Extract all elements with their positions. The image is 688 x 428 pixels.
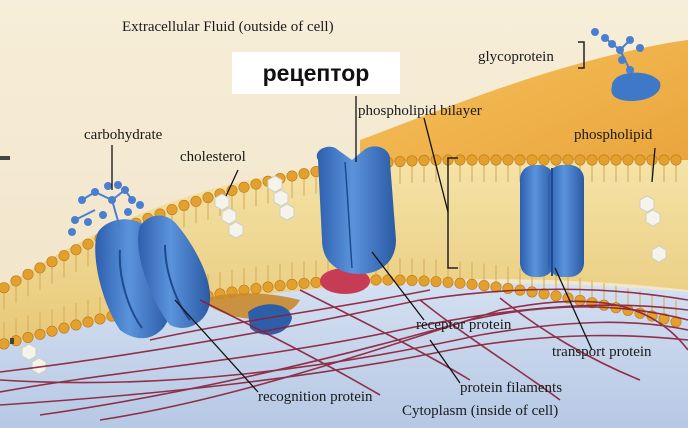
cholesterol-label: cholesterol [180,150,246,165]
receptor-protein-shape [317,146,396,274]
cytoplasm-label: Cytoplasm (inside of cell) [402,404,558,419]
edge-tick-left [0,156,10,160]
phospholipid-label: phospholipid [574,128,652,143]
extracellular-label: Extracellular Fluid (outside of cell) [122,20,334,35]
edge-tick-left-lower [10,338,14,344]
receptor-banner: рецептор [232,52,400,94]
transport-protein-shape [520,165,584,277]
glycoprotein-label: glycoprotein [478,50,554,65]
protein-filaments-label: protein filaments [460,381,562,396]
recognition-protein-label: recognition protein [258,390,373,405]
transport-protein-label: transport protein [552,345,652,360]
phospholipid-bilayer-label: phospholipid bilayer [358,104,482,119]
carbohydrate-label: carbohydrate [84,128,162,143]
receptor-protein-label: receptor protein [416,318,511,333]
